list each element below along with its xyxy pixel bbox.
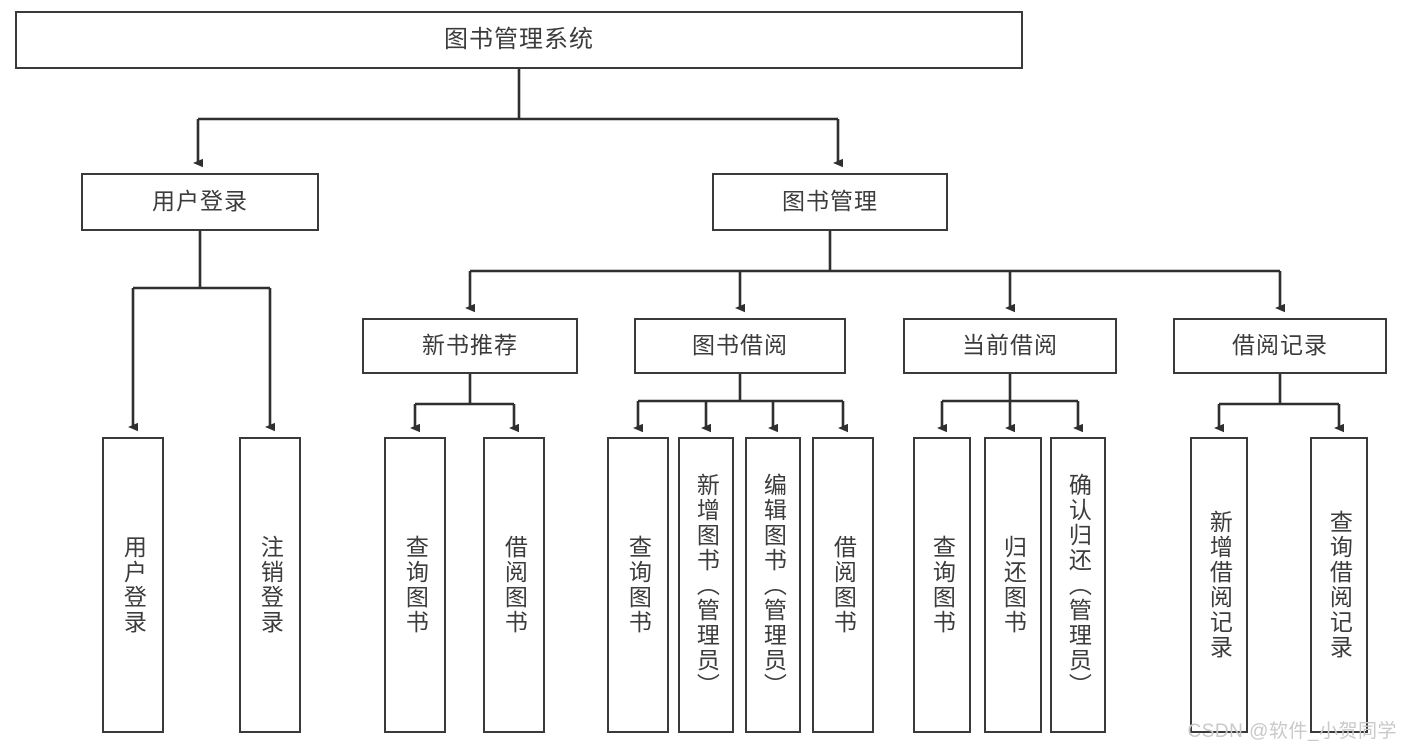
node-book-manage[interactable]: 图书管理 — [712, 173, 948, 231]
node-book-borrow[interactable]: 图书借阅 — [634, 318, 846, 374]
node-label: 新增图书（管理员） — [693, 472, 720, 698]
node-leaf-add-borrow-record[interactable]: 新增借阅记录 — [1190, 437, 1248, 733]
node-label: 图书管理 — [782, 188, 878, 215]
node-leaf-query-book-3[interactable]: 查询图书 — [913, 437, 971, 733]
node-leaf-query-book-2[interactable]: 查询图书 — [607, 437, 669, 733]
node-leaf-logout-login[interactable]: 注销登录 — [239, 437, 301, 733]
node-leaf-return-book[interactable]: 归还图书 — [984, 437, 1042, 733]
node-borrow-record[interactable]: 借阅记录 — [1173, 318, 1387, 374]
node-root[interactable]: 图书管理系统 — [15, 11, 1023, 69]
node-leaf-edit-book[interactable]: 编辑图书（管理员） — [745, 437, 801, 733]
node-label: 查询借阅记录 — [1326, 510, 1353, 660]
node-label: 归还图书 — [1000, 535, 1027, 635]
node-leaf-confirm-return[interactable]: 确认归还（管理员） — [1050, 437, 1106, 733]
node-label: 当前借阅 — [962, 332, 1058, 359]
node-label: 查询图书 — [929, 535, 956, 635]
node-leaf-borrow-book-1[interactable]: 借阅图书 — [483, 437, 545, 733]
node-leaf-borrow-book-2[interactable]: 借阅图书 — [812, 437, 874, 733]
node-root-label: 图书管理系统 — [444, 25, 594, 53]
node-leaf-add-book[interactable]: 新增图书（管理员） — [678, 437, 734, 733]
node-label: 用户登录 — [152, 188, 248, 215]
node-new-book-recommend[interactable]: 新书推荐 — [362, 318, 578, 374]
node-leaf-user-login[interactable]: 用户登录 — [102, 437, 164, 733]
node-user-login[interactable]: 用户登录 — [81, 173, 319, 231]
node-label: 确认归还（管理员） — [1065, 472, 1092, 698]
node-label: 用户登录 — [120, 535, 147, 635]
node-label: 查询图书 — [625, 535, 652, 635]
node-label: 图书借阅 — [692, 332, 788, 359]
node-leaf-query-book-1[interactable]: 查询图书 — [384, 437, 446, 733]
node-leaf-query-borrow-record[interactable]: 查询借阅记录 — [1310, 437, 1368, 733]
node-label: 借阅图书 — [501, 535, 528, 635]
node-current-borrow[interactable]: 当前借阅 — [903, 318, 1117, 374]
node-label: 借阅图书 — [830, 535, 857, 635]
node-label: 借阅记录 — [1232, 332, 1328, 359]
node-label: 注销登录 — [257, 535, 284, 635]
node-label: 查询图书 — [402, 535, 429, 635]
watermark: CSDN @软件_小贺同学 — [1187, 721, 1397, 742]
node-label: 编辑图书（管理员） — [760, 472, 787, 698]
node-label: 新书推荐 — [422, 332, 518, 359]
node-label: 新增借阅记录 — [1206, 510, 1233, 660]
